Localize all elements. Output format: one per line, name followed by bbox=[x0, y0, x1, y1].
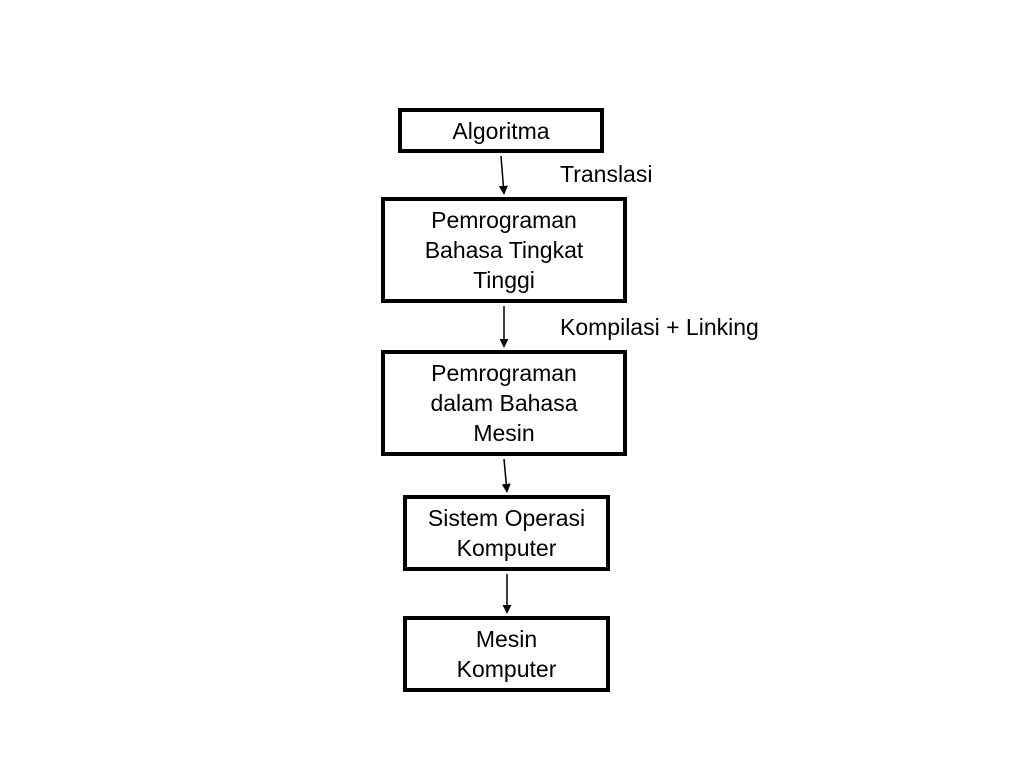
node-pemrograman-bahasa-tingkat-tinggi: Pemrograman Bahasa Tingkat Tinggi bbox=[381, 197, 627, 303]
node-mesin-komputer-text: Mesin Komputer bbox=[456, 626, 557, 682]
node-pemrograman-bahasa-tingkat-tinggi-text: Pemrograman Bahasa Tingkat Tinggi bbox=[424, 207, 584, 293]
edge-label-translasi: Translasi bbox=[560, 161, 653, 187]
node-algoritma-text: Algoritma bbox=[452, 117, 550, 144]
node-pemrograman-dalam-bahasa-mesin-text: Pemrograman dalam Bahasa Mesin bbox=[430, 360, 578, 446]
edge-label-kompilasi-linking: Kompilasi + Linking bbox=[560, 314, 759, 340]
arrow-mesin-lang-to-os bbox=[501, 458, 511, 493]
node-pemrograman-dalam-bahasa-mesin: Pemrograman dalam Bahasa Mesin bbox=[381, 350, 627, 456]
node-sistem-operasi-komputer: Sistem Operasi Komputer bbox=[403, 495, 610, 571]
node-mesin-komputer: Mesin Komputer bbox=[403, 616, 610, 692]
node-algoritma: Algoritma bbox=[398, 108, 604, 153]
arrow-algoritma-to-hll bbox=[498, 155, 508, 195]
node-sistem-operasi-komputer-text: Sistem Operasi Komputer bbox=[427, 505, 586, 561]
